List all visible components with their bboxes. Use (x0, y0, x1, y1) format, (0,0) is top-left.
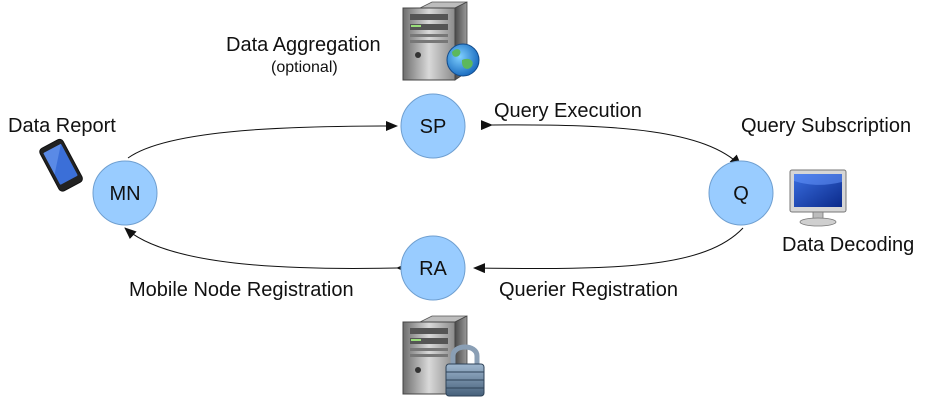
label-data-report: Data Report (8, 115, 116, 137)
server-globe-icon (402, 1, 480, 81)
node-sp-label: SP (420, 116, 447, 138)
node-mn: MN (92, 160, 158, 226)
label-data-decoding: Data Decoding (782, 234, 915, 256)
node-sp: SP (400, 93, 466, 159)
label-querier-registration: Querier Registration (499, 279, 678, 301)
arrow-sp-q-bidirectional (480, 120, 742, 167)
label-query-subscription: Query Subscription (741, 115, 912, 137)
arrow-mn-to-sp (127, 121, 398, 159)
arrow-ra-mn-bidirectional (124, 227, 409, 273)
label-mobile-node-registration: Mobile Node Registration (129, 279, 354, 301)
node-ra-label: RA (419, 258, 447, 280)
label-optional: (optional) (271, 59, 338, 76)
label-data-aggregation: Data Aggregation (226, 34, 381, 56)
smartphone-icon (39, 138, 83, 192)
node-mn-label: MN (109, 183, 140, 205)
server-lock-icon (402, 315, 485, 397)
node-ra: RA (400, 235, 466, 301)
label-query-execution: Query Execution (494, 100, 642, 122)
edges (124, 120, 744, 274)
monitor-icon (789, 169, 847, 227)
node-q: Q (708, 160, 774, 226)
node-q-label: Q (733, 183, 749, 205)
arrow-q-to-ra (473, 227, 744, 274)
